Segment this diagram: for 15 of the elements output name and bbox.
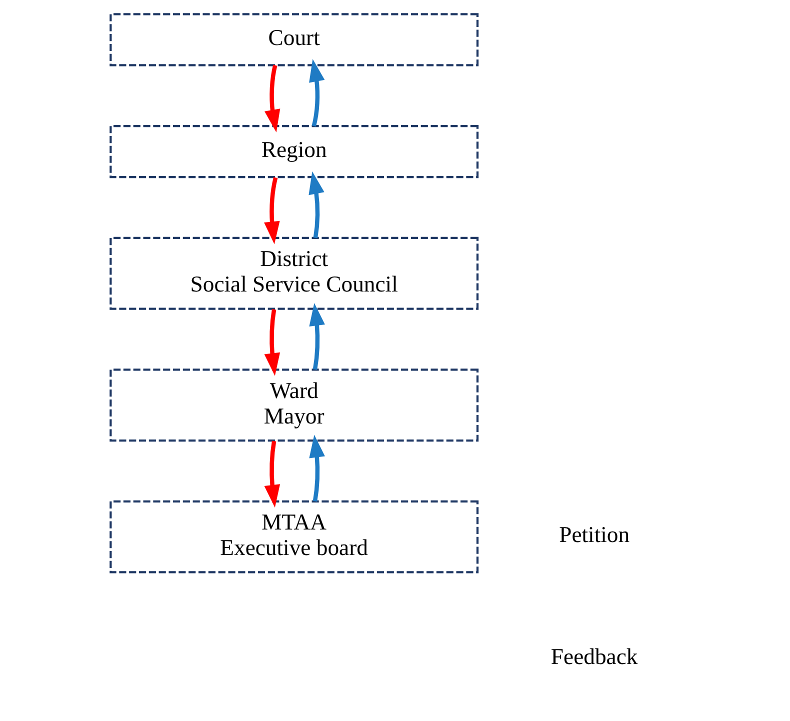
node-box: Ward Mayor bbox=[110, 368, 479, 442]
arrow bbox=[309, 434, 325, 502]
arrow bbox=[264, 177, 280, 244]
arrow bbox=[264, 309, 280, 376]
node-box: Region bbox=[110, 125, 479, 178]
arrow bbox=[264, 64, 280, 132]
legend-label: Feedback bbox=[550, 644, 638, 670]
arrow bbox=[264, 440, 280, 508]
node-box: District Social Service Council bbox=[110, 236, 479, 310]
arrow bbox=[309, 59, 325, 127]
arrow bbox=[309, 302, 325, 370]
node-box: Court bbox=[110, 13, 479, 66]
node-box: MTAA Executive board bbox=[110, 500, 479, 574]
legend-label: Petition bbox=[559, 522, 630, 548]
arrow bbox=[308, 171, 324, 238]
